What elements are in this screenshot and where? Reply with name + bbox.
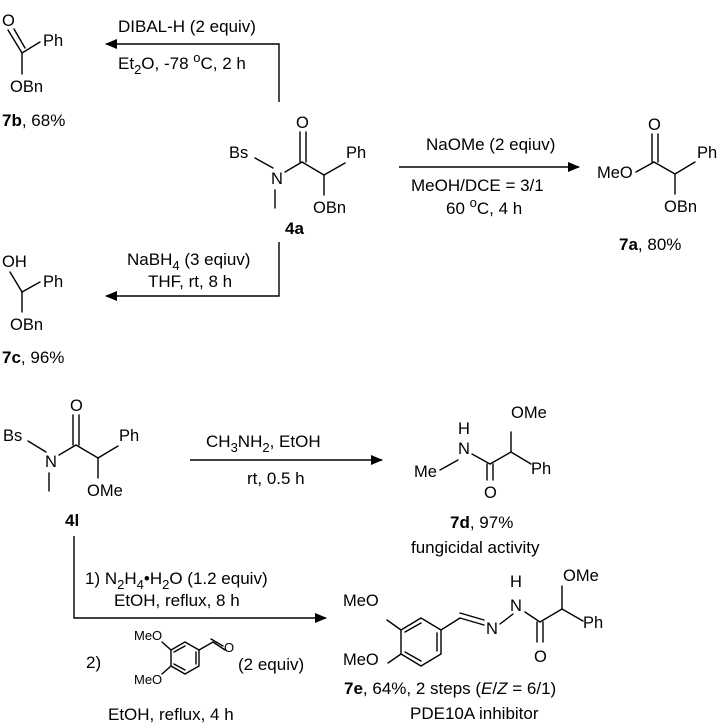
compound-7d-activity: fungicidal activity [411,538,540,557]
atom-o: O [534,648,547,666]
reagent-dimethoxybenzaldehyde: O MeO MeO [134,628,234,687]
atom-ph: Ph [697,144,717,162]
atom-o: O [296,114,309,132]
compound-4l-label: 4l [65,511,79,530]
atom-o: O [224,640,234,655]
atom-obn: OBn [10,78,43,96]
condition-7c-line2: THF, rt, 8 h [148,272,232,291]
atom-meo: MeO [343,592,379,610]
compound-4a-structure: Bs N O Ph OBn [229,114,366,217]
condition-7d-line2: rt, 0.5 h [247,469,305,488]
atom-obn: OBn [10,316,43,334]
compound-7b-label: 7b, 68% [2,111,65,130]
compound-7c-label: 7c, 96% [2,348,64,367]
atom-obn: OBn [313,199,346,217]
atom-n: N [45,453,57,471]
atom-o: O [484,484,497,502]
condition-7b-line2: Et2O, -78 oC, 2 h [118,50,246,77]
atom-ph: Ph [43,273,63,291]
atom-bs: Bs [229,144,248,162]
atom-meo: MeO [597,164,633,182]
compound-7e-label: 7e, 64%, 2 steps (E/Z = 6/1) [344,679,556,698]
atom-bs: Bs [3,427,22,445]
atom-n: N [510,597,522,615]
condition-7b-line1: DIBAL-H (2 equiv) [118,17,256,36]
atom-ome: OMe [563,567,599,585]
atom-ome: OMe [511,404,547,422]
condition-7e-step2-equiv: (2 equiv) [238,655,304,674]
condition-7d-line1: CH3NH2, EtOH [206,432,321,455]
compound-7e-structure: MeO MeO N H N O OMe Ph [343,567,603,669]
compound-7d-structure: Me H N O OMe Ph [414,404,551,502]
atom-o: O [2,12,15,30]
atom-oh: OH [2,253,27,271]
condition-7e-step1-line2: EtOH, reflux, 8 h [114,591,240,610]
compound-7e-activity: PDE10A inhibitor [410,704,539,723]
condition-7e-step1: 1) N2H4•H2O (1.2 equiv) [85,569,268,592]
atom-ph: Ph [531,460,551,478]
atom-n: N [458,440,470,458]
condition-7e-step2-number: 2) [86,653,101,672]
atom-ph: Ph [119,427,139,445]
atom-h: H [510,573,522,591]
atom-obn: OBn [664,198,697,216]
compound-7b-structure: O Ph OBn [2,12,63,96]
compound-4a-label: 4a [285,219,304,238]
atom-ph: Ph [583,614,603,632]
atom-me: Me [414,463,437,481]
compound-7d-label: 7d, 97% [450,513,513,532]
atom-ph: Ph [43,32,63,50]
atom-o: O [648,116,661,134]
arrow-to-7e [73,536,327,623]
compound-7a-structure: MeO O Ph OBn [597,116,717,216]
atom-h: H [458,420,470,438]
atom-o: O [70,397,83,415]
atom-n: N [486,620,498,638]
condition-7a-line3: 60 oC, 4 h [446,195,522,218]
atom-ph: Ph [346,144,366,162]
compound-7c-structure: OH Ph OBn [2,253,63,334]
arrow-to-7b [105,39,280,102]
atom-meo: MeO [343,651,379,669]
atom-ome: OMe [87,482,123,500]
compound-7a-label: 7a, 80% [619,235,681,254]
compound-4l-structure: Bs N O Ph OMe [3,397,139,500]
arrow-to-7c [105,242,280,301]
condition-7a-line2: MeOH/DCE = 3/1 [411,176,544,195]
atom-n: N [271,170,283,188]
atom-meo: MeO [134,672,162,687]
condition-7a-line1: NaOMe (2 eqiuv) [426,135,555,154]
condition-7e-step2-line2: EtOH, reflux, 4 h [108,705,234,724]
condition-7c-line1: NaBH4 (3 eqiuv) [127,250,250,273]
atom-meo: MeO [134,628,162,643]
